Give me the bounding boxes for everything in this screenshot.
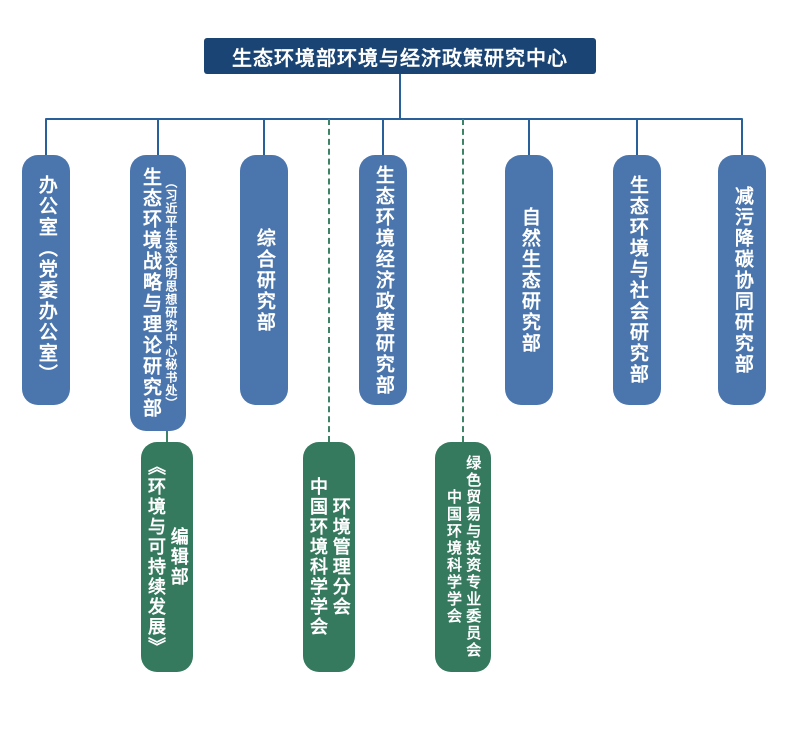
connector-stem [399,74,401,118]
dept-label-natural-ecology: 自然生态研究部 [518,206,540,354]
connector-dashed-green-trade [462,119,464,442]
affiliate-journal-name: 《环境与可持续发展》 [146,457,166,657]
affiliate-management-branch: 环境管理分会 [330,497,351,617]
affiliate-journal-dept: 编辑部 [168,527,189,587]
dept-label-comprehensive: 综合研究部 [253,227,275,333]
dept-box-society: 生态环境与社会研究部 [613,155,661,405]
affiliate-box-green-trade: 中国环境科学学会 绿色贸易与投资专业委员会 [435,442,491,672]
connector-journal [166,431,168,442]
affiliate-green-trade-committee: 绿色贸易与投资专业委员会 [464,455,482,659]
connector-drop-society [636,119,638,156]
dept-label-office: 办公室（党委办公室） [35,175,57,385]
dept-label-strategy: 生态环境战略与理论研究部 [140,167,162,419]
dept-box-economic-policy: 生态环境经济政策研究部 [359,155,407,405]
affiliate-management-society: 中国环境科学学会 [308,477,328,637]
dept-label-society: 生态环境与社会研究部 [626,175,648,385]
connector-drop-strategy [157,119,159,156]
connector-drop-carbon [741,119,743,156]
org-chart-title: 生态环境部环境与经济政策研究中心 [204,38,596,74]
dept-box-strategy: 生态环境战略与理论研究部 （习近平生态文明思想研究中心秘书处） [130,155,186,431]
affiliate-green-trade-society: 中国环境科学学会 [445,489,462,625]
dept-label-economic-policy: 生态环境经济政策研究部 [372,164,394,396]
affiliate-box-management-branch: 中国环境科学学会 环境管理分会 [303,442,355,672]
connector-horizontal [45,118,743,120]
connector-dashed-management-branch [328,119,330,442]
connector-drop-economic-policy [382,119,384,156]
dept-box-comprehensive: 综合研究部 [240,155,288,405]
dept-box-carbon: 减污降碳协同研究部 [718,155,766,405]
connector-drop-comprehensive [263,119,265,156]
connector-drop-office [45,119,47,156]
dept-label-carbon: 减污降碳协同研究部 [731,185,753,375]
connector-drop-natural-ecology [528,119,530,156]
affiliate-box-journal: 《环境与可持续发展》 编辑部 [141,442,193,672]
dept-box-natural-ecology: 自然生态研究部 [505,155,553,405]
dept-box-office: 办公室（党委办公室） [22,155,70,405]
dept-sublabel-strategy: （习近平生态文明思想研究中心秘书处） [163,176,178,410]
